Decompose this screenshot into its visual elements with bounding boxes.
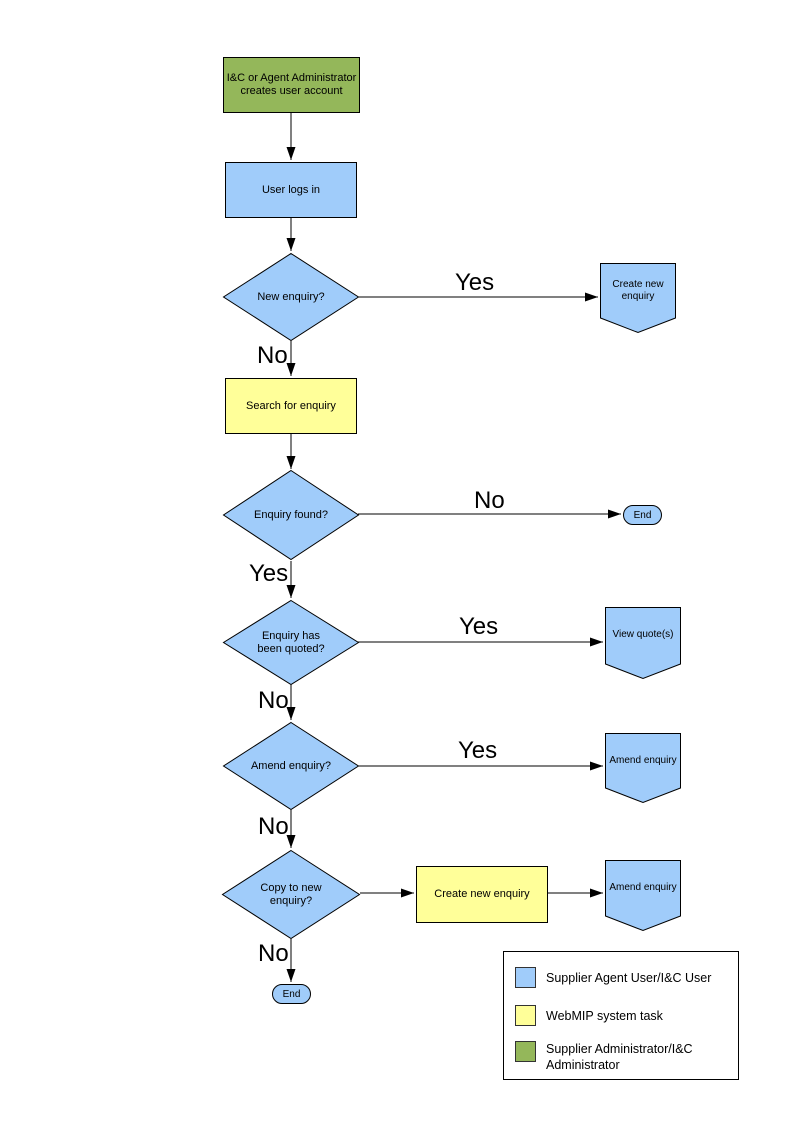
terminator-end-bottom: End [272, 984, 311, 1004]
terminator-end-right: End [623, 505, 662, 525]
offpage-amend-enquiry-1: Amend enquiry [605, 733, 681, 804]
process-user-logs-in-label: User logs in [261, 183, 321, 196]
branch-yes-new-enquiry: Yes [455, 269, 495, 296]
branch-yes-enquiry-quoted: Yes [459, 613, 499, 640]
pentagon-shape [605, 607, 681, 680]
decision-enquiry-found: Enquiry found? [222, 469, 360, 561]
legend-label-supplier-administrator: Supplier Administrator/I&C Administrator [546, 1042, 693, 1072]
decision-amend-enquiry-label: Amend enquiry? [250, 759, 332, 772]
branch-no-enquiry-found: No [474, 487, 505, 514]
terminator-end-right-label: End [633, 509, 652, 521]
decision-enquiry-quoted-label: Enquiry has been quoted? [257, 629, 325, 655]
process-create-account: I&C or Agent Administrator creates user … [223, 57, 360, 113]
pentagon-shape [600, 263, 676, 334]
process-user-logs-in: User logs in [225, 162, 357, 218]
diamond-shape [222, 252, 360, 342]
decision-enquiry-found-label: Enquiry found? [254, 508, 328, 521]
branch-yes-enquiry-found: Yes [249, 560, 289, 587]
branch-no-enquiry-quoted: No [258, 687, 289, 714]
branch-yes-amend-enquiry: Yes [458, 737, 498, 764]
pentagon-shape [605, 860, 681, 932]
legend-swatch-blue [515, 967, 536, 988]
offpage-view-quotes: View quote(s) [605, 607, 681, 680]
legend: Supplier Agent User/I&C User WebMIP syst… [503, 951, 739, 1080]
legend-label-webmip-task: WebMIP system task [546, 1009, 663, 1023]
task-search-for-enquiry: Search for enquiry [225, 378, 357, 434]
branch-no-copy-to-new: No [258, 940, 289, 967]
task-create-new-enquiry: Create new enquiry [416, 866, 548, 923]
task-search-for-enquiry-label: Search for enquiry [246, 399, 336, 412]
diamond-shape [222, 721, 360, 811]
decision-new-enquiry-label: New enquiry? [257, 290, 325, 303]
offpage-amend-enquiry-2-label: Amend enquiry [609, 881, 677, 893]
decision-new-enquiry: New enquiry? [222, 252, 360, 342]
offpage-create-new-enquiry: Create new enquiry [600, 263, 676, 334]
process-create-account-label: I&C or Agent Administrator creates user … [226, 72, 357, 97]
decision-copy-to-new-enquiry-label: Copy to new enquiry? [260, 881, 322, 907]
branch-no-new-enquiry: No [257, 342, 288, 369]
terminator-end-bottom-label: End [282, 988, 301, 1000]
diamond-shape [221, 849, 361, 940]
branch-no-amend-enquiry: No [258, 813, 289, 840]
diamond-shape [222, 599, 360, 686]
diamond-shape [222, 469, 360, 561]
legend-label-supplier-agent-user: Supplier Agent User/I&C User [546, 971, 712, 985]
offpage-view-quotes-label: View quote(s) [612, 628, 674, 640]
task-create-new-enquiry-label: Create new enquiry [434, 888, 530, 900]
decision-enquiry-quoted: Enquiry has been quoted? [222, 599, 360, 686]
legend-swatch-yellow [515, 1005, 536, 1026]
decision-copy-to-new-enquiry: Copy to new enquiry? [221, 849, 361, 940]
pentagon-shape [605, 733, 681, 804]
offpage-amend-enquiry-1-label: Amend enquiry [609, 754, 677, 766]
offpage-create-new-enquiry-label: Create new enquiry [612, 278, 664, 302]
legend-swatch-green [515, 1041, 536, 1062]
decision-amend-enquiry: Amend enquiry? [222, 721, 360, 811]
offpage-amend-enquiry-2: Amend enquiry [605, 860, 681, 932]
